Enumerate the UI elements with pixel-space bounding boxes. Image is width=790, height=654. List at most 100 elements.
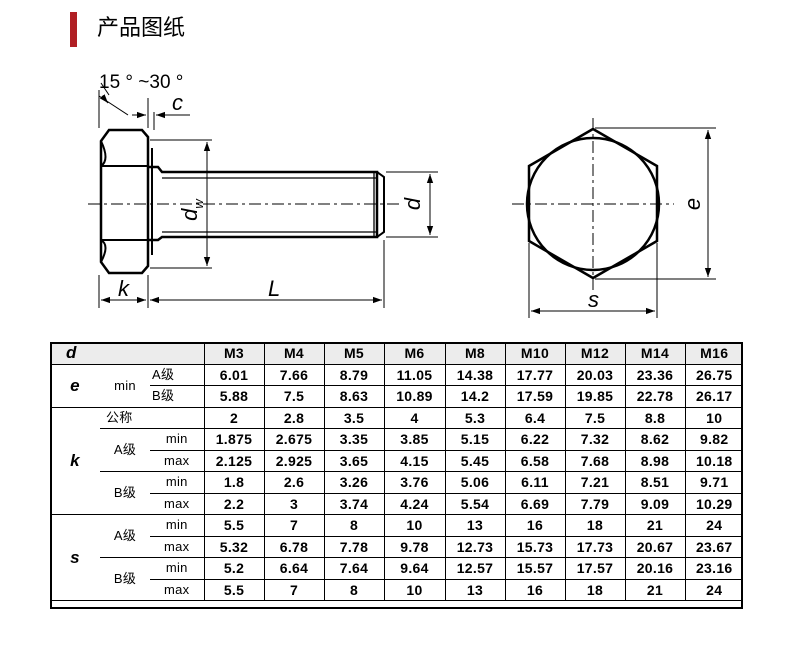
- table-row: max 2.125 2.925 3.65 4.15 5.45 6.58 7.68…: [50, 449, 743, 472]
- table-cell: 4.15: [383, 449, 445, 472]
- table-cell: 9.71: [684, 471, 743, 494]
- max-label: max: [150, 449, 204, 472]
- table-cell: 7.68: [564, 449, 625, 472]
- table-cell: 2: [203, 406, 264, 429]
- table-cell: 5.45: [444, 449, 505, 472]
- table-cell: 8.51: [624, 471, 685, 494]
- table-cell: 7.66: [263, 363, 324, 386]
- table-cell: 10.18: [684, 449, 743, 472]
- dimension-table: d M3 M4 M5 M6 M8 M10 M12 M14 M16 e min A…: [50, 342, 743, 601]
- table-cell: 7.78: [323, 535, 384, 558]
- table-cell: 5.3: [444, 406, 505, 429]
- top-view-centerlines: [512, 118, 674, 290]
- table-cell: 10: [383, 578, 445, 601]
- table-row: B级 5.88 7.5 8.63 10.89 14.2 17.59 19.85 …: [50, 385, 743, 408]
- table-cell: 23.36: [624, 363, 685, 386]
- dw-subscript: w: [191, 198, 206, 209]
- bolt-shank: [148, 165, 385, 242]
- table-cell: 3.35: [323, 428, 384, 451]
- table-cell: 17.77: [504, 363, 565, 386]
- table-cell: 6.22: [504, 428, 565, 451]
- size-header: M8: [444, 342, 505, 365]
- angle-label: 15 ° ~30 °: [99, 72, 183, 93]
- min-label: min: [150, 428, 204, 451]
- table-cell: 18: [564, 514, 625, 537]
- table-cell: 7.21: [564, 471, 625, 494]
- table-cell: 24: [684, 514, 743, 537]
- table-cell: 26.75: [684, 363, 743, 386]
- c-label: c: [172, 90, 183, 115]
- grade-label: B级: [150, 385, 204, 408]
- table-cell: 3.5: [323, 406, 384, 429]
- table-cell: 2.675: [263, 428, 324, 451]
- table-cell: 22.78: [624, 385, 685, 408]
- k-symbol: k: [50, 406, 100, 515]
- grade-label: A级: [150, 363, 204, 386]
- table-cell: 5.88: [203, 385, 264, 408]
- s-dimension: [528, 243, 658, 318]
- min-label: min: [150, 471, 204, 494]
- table-cell: 20.67: [624, 535, 685, 558]
- size-header: M5: [323, 342, 384, 365]
- table-cell: 16: [504, 578, 565, 601]
- size-header: M12: [564, 342, 625, 365]
- table-cell: 7.64: [323, 557, 384, 580]
- table-cell: 2.2: [203, 492, 264, 515]
- table-cell: 5.5: [203, 514, 264, 537]
- table-cell: 10.89: [383, 385, 445, 408]
- table-cell: 2.125: [203, 449, 264, 472]
- table-row: B级 min 5.2 6.64 7.64 9.64 12.57 15.57 17…: [50, 557, 743, 601]
- table-cell: 14.2: [444, 385, 505, 408]
- table-cell: 9.82: [684, 428, 743, 451]
- e-dimension: [595, 127, 716, 280]
- d-header: d: [50, 342, 204, 365]
- table-cell: 6.01: [203, 363, 264, 386]
- table-cell: 17.59: [504, 385, 565, 408]
- table-cell: 8.98: [624, 449, 685, 472]
- k-label: k: [118, 276, 130, 301]
- table-cell: 9.09: [624, 492, 685, 515]
- table-cell: 3.65: [323, 449, 384, 472]
- max-label: max: [150, 535, 204, 558]
- table-cell: 20.03: [564, 363, 625, 386]
- size-header: M10: [504, 342, 565, 365]
- max-label: max: [150, 492, 204, 515]
- table-cell: 3.85: [383, 428, 445, 451]
- table-cell: 6.11: [504, 471, 565, 494]
- min-label: min: [150, 514, 204, 537]
- table-cell: 5.15: [444, 428, 505, 451]
- d-dimension: [386, 171, 438, 238]
- table-cell: 23.16: [684, 557, 743, 580]
- max-label: max: [150, 578, 204, 601]
- table-cell: 6.4: [504, 406, 565, 429]
- table-row: max 2.2 3 3.74 4.24 5.54 6.69 7.79 9.09 …: [50, 492, 743, 515]
- bolt-drawing: 15 ° ~30 ° c dw d k L: [88, 72, 716, 318]
- table-cell: 10: [684, 406, 743, 429]
- table-cell: 3.74: [323, 492, 384, 515]
- table-cell: 5.54: [444, 492, 505, 515]
- L-label: L: [268, 276, 280, 301]
- table-row: max 5.5 7 8 10 13 16 18 21 24: [50, 578, 743, 601]
- table-cell: 2.8: [263, 406, 324, 429]
- table-cell: 7.32: [564, 428, 625, 451]
- table-cell: 11.05: [383, 363, 445, 386]
- table-cell: 7: [263, 514, 324, 537]
- table-cell: 4: [383, 406, 445, 429]
- table-cell: 3.76: [383, 471, 445, 494]
- table-cell: 18: [564, 578, 625, 601]
- table-cell: 3.26: [323, 471, 384, 494]
- table-cell: 17.57: [564, 557, 625, 580]
- table-row: k 公称 2 2.8 3.5 4 5.3 6.4 7.5 8.8 10: [50, 406, 743, 515]
- table-cell: 1.8: [203, 471, 264, 494]
- table-cell: 3: [263, 492, 324, 515]
- table-cell: 26.17: [684, 385, 743, 408]
- table-cell: 7.5: [564, 406, 625, 429]
- table-cell: 5.5: [203, 578, 264, 601]
- table-cell: 8.63: [323, 385, 384, 408]
- table-cell: 12.73: [444, 535, 505, 558]
- table-cell: 1.875: [203, 428, 264, 451]
- table-cell: 2.925: [263, 449, 324, 472]
- table-cell: 8.8: [624, 406, 685, 429]
- table-cell: 17.73: [564, 535, 625, 558]
- table-cell: 21: [624, 578, 685, 601]
